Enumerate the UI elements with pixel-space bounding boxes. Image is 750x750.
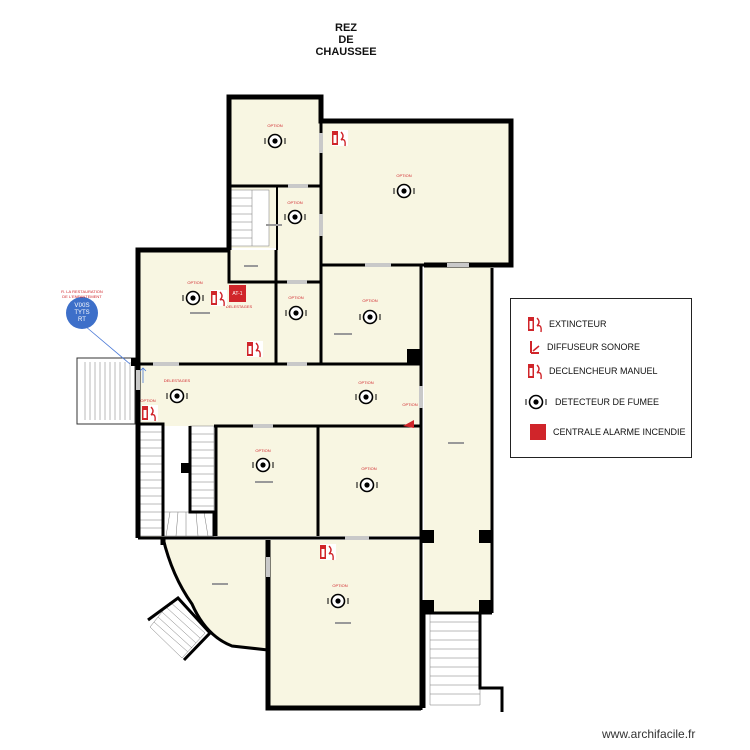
evacuation-label: DELESTAGES (226, 304, 253, 309)
external-label-line: R. LA RESTAURATION (61, 289, 103, 294)
smoke-detector-icon (525, 394, 547, 410)
detector-label: OPTION (140, 398, 155, 403)
sounder-icon (530, 341, 540, 354)
title-line: REZ (335, 22, 357, 34)
extinguisher-icon (246, 340, 264, 358)
legend-item-manual-call: DECLENCHEUR MANUEL (511, 362, 691, 380)
extinguisher-icon (141, 404, 159, 422)
bubble-label: VIXIS TYTS RT (67, 303, 97, 324)
extinguisher-icon (319, 543, 337, 561)
extinguisher-icon (528, 317, 542, 333)
pillars (131, 349, 492, 613)
detector-label: OPTION (255, 448, 270, 453)
external-label-line: DE L'ENFANTEMENT (62, 294, 102, 299)
detector-label: OPTION (402, 402, 417, 407)
extinguisher-icon (331, 129, 349, 147)
title-line: DE (338, 34, 354, 46)
legend-item-sounder: DIFFUSEUR SONORE (511, 338, 691, 356)
bubble-line: RT (78, 317, 86, 323)
external-fire-panel-bubble (66, 297, 98, 329)
legend-label: EXTINCTEUR (549, 319, 607, 329)
fire-panel-code: AT-1 (232, 291, 242, 297)
sounder-icon (403, 420, 414, 428)
room-fills (138, 97, 510, 707)
extinguisher-icon (210, 289, 228, 307)
floor-title: REZ DE CHAUSSEE (300, 22, 392, 58)
doors (136, 133, 469, 577)
area-labels (190, 224, 464, 624)
evacuation-label: DELESTAGES (164, 378, 191, 383)
legend-label: DIFFUSEUR SONORE (547, 342, 641, 352)
detector-label: OPTION (361, 466, 376, 471)
title-line: CHAUSSEE (315, 46, 377, 58)
arrow-up-icon (139, 367, 147, 383)
legend: EXTINCTEUR DIFFUSEUR SONORE DECLENCHEUR … (510, 298, 692, 458)
external-label: R. LA RESTAURATION DE L'ENFANTEMENT (42, 289, 122, 299)
detector-label: OPTION (396, 173, 411, 178)
access-line (84, 325, 131, 365)
detector-label: OPTION (358, 380, 373, 385)
walls (135, 94, 514, 712)
stair-hatching (76, 189, 481, 706)
fire-panel-icon (530, 424, 546, 440)
legend-label: DECLENCHEUR MANUEL (549, 366, 658, 376)
fire-panel-icon (229, 285, 246, 302)
legend-item-smoke-detector: DETECTEUR DE FUMEE (511, 393, 691, 411)
detector-labels: OPTION OPTION OPTION OPTION OPTION OPTIO… (140, 123, 417, 588)
detector-label: OPTION (287, 200, 302, 205)
legend-label: DETECTEUR DE FUMEE (555, 397, 660, 407)
detector-label: OPTION (288, 295, 303, 300)
manual-call-point-icon (528, 364, 542, 380)
detector-label: OPTION (187, 280, 202, 285)
bubble-line: VIXIS (74, 303, 90, 309)
legend-item-fire-panel: CENTRALE ALARME INCENDIE (511, 423, 691, 441)
detector-label: OPTION (362, 298, 377, 303)
legend-label: CENTRALE ALARME INCENDIE (553, 427, 686, 437)
detector-label: OPTION (332, 583, 347, 588)
watermark: www.archifacile.fr (602, 727, 696, 741)
legend-item-extinguisher: EXTINCTEUR (511, 315, 691, 333)
bubble-line: TYTS (74, 310, 90, 316)
detector-label: OPTION (267, 123, 282, 128)
